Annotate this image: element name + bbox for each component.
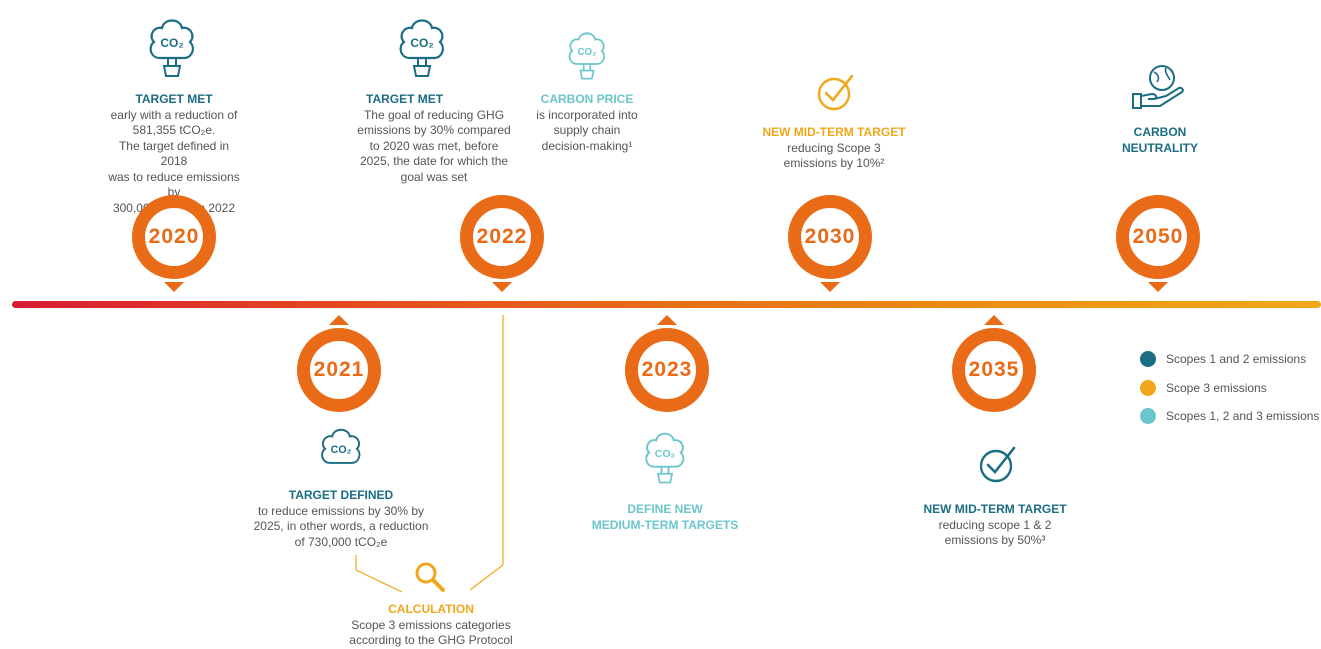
legend-swatch xyxy=(1140,408,1156,424)
year-circle-2022: 2022 xyxy=(460,195,544,279)
legend-swatch xyxy=(1140,351,1156,367)
co2-tree-icon: CO₂ xyxy=(568,32,605,80)
svg-text:CO₂: CO₂ xyxy=(577,47,596,58)
milestone-2021-title: TARGET DEFINED xyxy=(288,488,394,502)
legend-label: Scopes 1 and 2 emissions xyxy=(1166,352,1307,366)
co2-tree-icon: CO₂ xyxy=(149,19,194,77)
milestone-2022-title: TARGET MET xyxy=(366,92,444,106)
co2-tree-icon: CO₂ xyxy=(321,428,361,464)
legend-swatch xyxy=(1140,380,1156,396)
co2-tree-icon: CO₂ xyxy=(399,19,444,77)
legend-label: Scope 3 emissions xyxy=(1166,381,1267,395)
milestone-2020-title: TARGET MET xyxy=(135,92,213,106)
milestone-2022-line: emissions by 30% compared xyxy=(357,123,511,137)
timeline-bar xyxy=(12,301,1321,308)
legend-item-scope-3: Scope 3 emissions xyxy=(1140,380,1267,396)
milestone-2021-text: TARGET DEFINED to reduce emissions by 30… xyxy=(236,488,446,550)
milestone-2050-title: CARBON xyxy=(1133,125,1187,139)
milestone-2030-line: reducing Scope 3 xyxy=(787,140,881,155)
carbon-price-line: supply chain xyxy=(553,123,621,137)
milestone-2030-text: NEW MID-TERM TARGET reducing Scope 3 emi… xyxy=(754,125,914,172)
milestone-2035-title: NEW MID-TERM TARGET xyxy=(923,502,1067,516)
milestone-2021-line: of 730,000 tCO₂e xyxy=(294,534,388,549)
carbon-price-text: CARBON PRICE is incorporated into supply… xyxy=(527,92,647,154)
check-circle-icon xyxy=(979,446,1016,483)
milestone-2020-line: The target defined in 2018 xyxy=(118,138,230,169)
pointer-down xyxy=(820,282,840,292)
milestone-2020-line: early with a reduction of xyxy=(110,107,238,122)
globe-hand-icon xyxy=(1132,65,1184,109)
milestone-2022-line: goal was set xyxy=(400,169,468,184)
year-circle-2050: 2050 xyxy=(1116,195,1200,279)
milestone-2022-line: 2025, the date for which the xyxy=(359,154,509,168)
svg-text:CO₂: CO₂ xyxy=(655,448,676,460)
milestone-2021-line: 2025, in other words, a reduction xyxy=(253,519,429,533)
milestone-2035-line: reducing scope 1 & 2 xyxy=(938,517,1052,532)
legend-label: Scopes 1, 2 and 3 emissions xyxy=(1166,409,1320,423)
pointer-down xyxy=(164,282,184,292)
milestone-2035-text: NEW MID-TERM TARGET reducing scope 1 & 2… xyxy=(910,502,1080,549)
check-circle-icon xyxy=(817,74,854,111)
carbon-price-line: decision-making¹ xyxy=(541,138,633,153)
milestone-2020-line: 581,355 tCO₂e. xyxy=(132,123,216,137)
pointer-up xyxy=(984,315,1004,325)
svg-text:CO₂: CO₂ xyxy=(160,36,183,50)
calculation-line: Scope 3 emissions categories xyxy=(351,617,511,632)
milestone-2030-line: emissions by 10%² xyxy=(783,156,885,170)
year-circle-2035: 2035 xyxy=(952,328,1036,412)
year-circle-2030: 2030 xyxy=(788,195,872,279)
pointer-down xyxy=(492,282,512,292)
calculation-text: CALCULATION Scope 3 emissions categories… xyxy=(336,602,526,649)
svg-text:CO₂: CO₂ xyxy=(410,36,433,50)
pointer-up xyxy=(329,315,349,325)
calculation-line: according to the GHG Protocol xyxy=(349,633,513,647)
pointer-down xyxy=(1148,282,1168,292)
milestone-2021-line: to reduce emissions by 30% by xyxy=(257,503,425,518)
pointer-up xyxy=(657,315,677,325)
svg-text:CO₂: CO₂ xyxy=(331,444,352,456)
legend-item-scopes-1-2: Scopes 1 and 2 emissions xyxy=(1140,351,1306,367)
milestone-2022-text: TARGET MET The goal of reducing GHG emis… xyxy=(354,92,514,185)
milestone-2050-title2: NEUTRALITY xyxy=(1122,140,1198,155)
year-circle-2023: 2023 xyxy=(625,328,709,412)
milestone-2035-line: emissions by 50%³ xyxy=(944,533,1046,547)
legend-item-scopes-1-2-3: Scopes 1, 2 and 3 emissions xyxy=(1140,408,1319,424)
carbon-price-line: is incorporated into xyxy=(536,107,638,122)
calculation-title: CALCULATION xyxy=(388,602,474,616)
milestone-2050-text: CARBON NEUTRALITY xyxy=(1100,125,1220,156)
milestone-2023-title: DEFINE NEW xyxy=(627,502,703,516)
year-circle-2020: 2020 xyxy=(132,195,216,279)
milestone-2030-title: NEW MID-TERM TARGET xyxy=(762,125,906,139)
magnifier-icon xyxy=(415,562,445,592)
milestone-2023-title2: MEDIUM-TERM TARGETS xyxy=(591,517,739,532)
milestone-2023-text: DEFINE NEW MEDIUM-TERM TARGETS xyxy=(580,502,750,533)
connector-lines xyxy=(355,315,504,593)
milestone-2022-line: The goal of reducing GHG xyxy=(363,107,505,122)
carbon-price-title: CARBON PRICE xyxy=(540,92,634,106)
co2-tree-icon: CO₂ xyxy=(645,432,685,484)
milestone-2022-line: to 2020 was met, before xyxy=(369,138,499,153)
